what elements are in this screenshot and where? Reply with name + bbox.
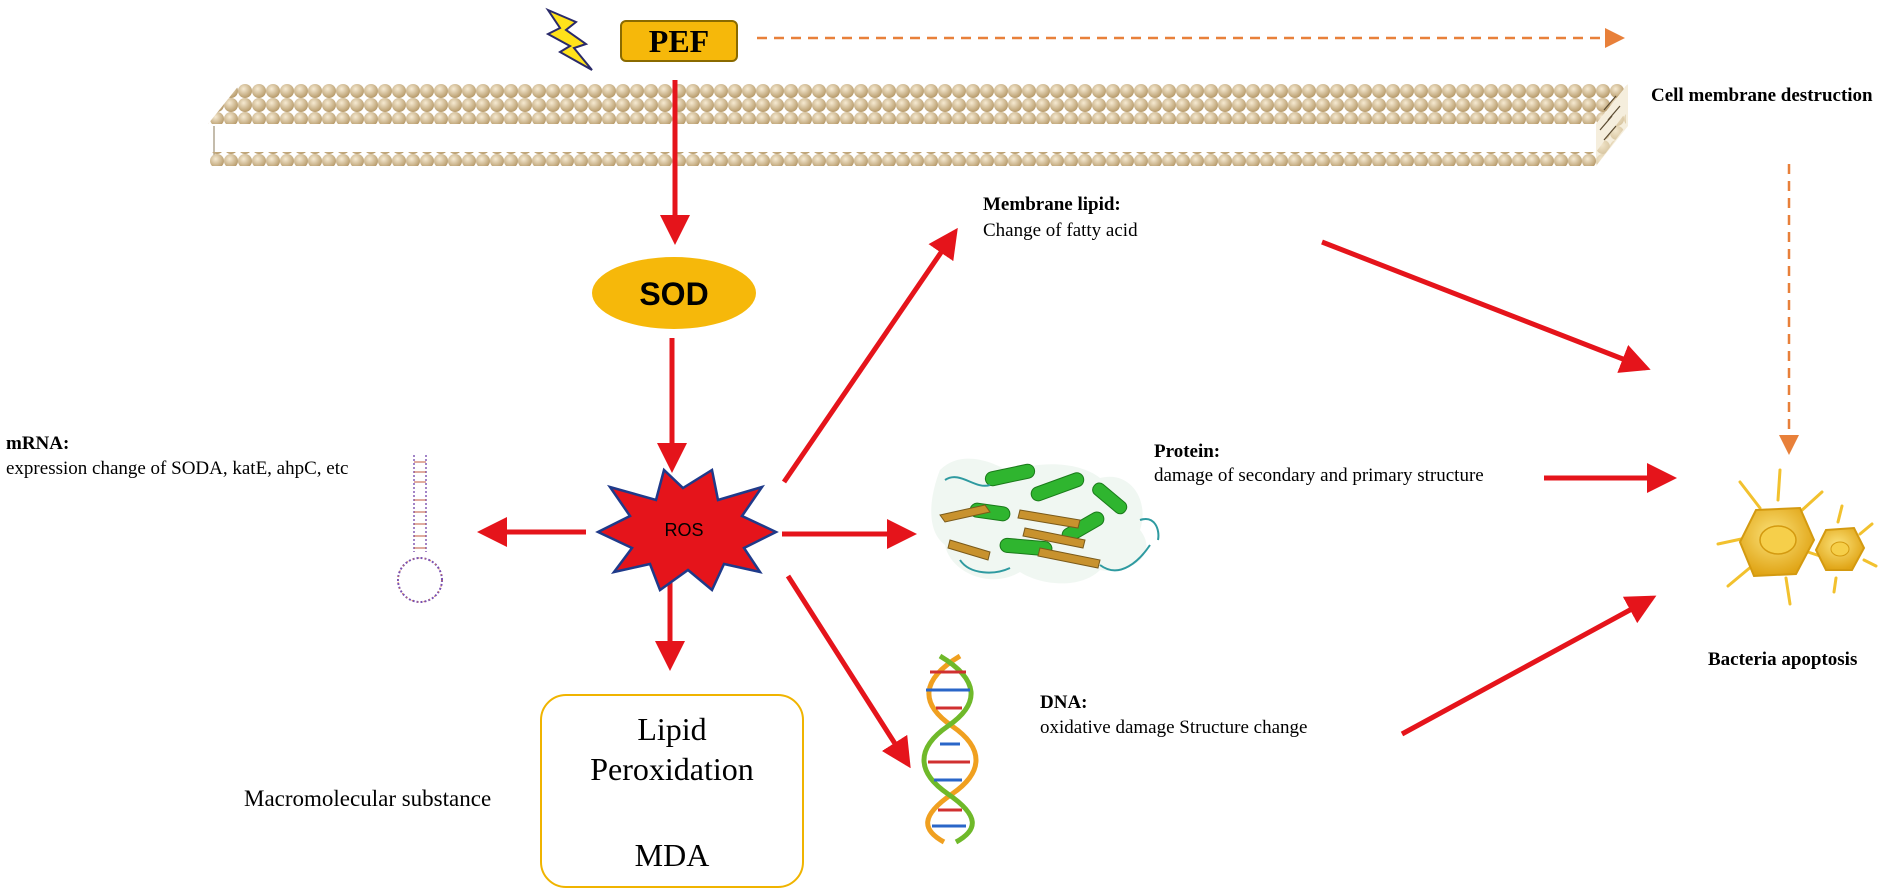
membrane-lipid-to-apoptosis-arrow <box>1321 239 1651 373</box>
ros-to-membrane-lipid-arrow <box>781 227 958 484</box>
mda-label: MDA <box>634 837 710 873</box>
pef-node: PEF <box>620 20 738 62</box>
sod-node-shape <box>592 257 756 329</box>
mrna-title: mRNA: <box>6 433 70 454</box>
lipid-title-line2: Peroxidation <box>590 751 754 787</box>
mrna-hairpin-icon <box>397 455 443 603</box>
apoptosis-label: Bacteria apoptosis <box>1708 649 1858 670</box>
protein-structure-icon <box>931 458 1160 584</box>
lipid-title-line1: Lipid <box>637 711 707 747</box>
membrane-lipid-desc: Change of fatty acid <box>983 220 1138 241</box>
membrane-bilayer <box>208 84 1628 166</box>
membrane-lipid-title: Membrane lipid: <box>983 194 1121 215</box>
dna-desc: oxidative damage Structure change <box>1040 717 1308 738</box>
lipid-peroxidation-box: Lipid Peroxidation MDA <box>540 694 804 888</box>
mrna-desc: expression change of SODA, katE, ahpC, e… <box>6 458 349 479</box>
macromolecular-label: Macromolecular substance <box>244 786 492 811</box>
ros-to-dna-arrow <box>785 574 911 769</box>
sod-node-label: SOD <box>639 276 709 312</box>
bacteria-icon <box>1716 468 1878 606</box>
cell-membrane-label: Cell membrane destruction <box>1651 85 1873 106</box>
protein-title: Protein: <box>1154 441 1221 462</box>
protein-desc: damage of secondary and primary structur… <box>1154 465 1484 486</box>
ros-node-label: ROS <box>664 520 704 540</box>
dna-title: DNA: <box>1040 692 1088 713</box>
dna-helix-icon <box>921 653 979 845</box>
lightning-icon <box>545 7 593 71</box>
dna-to-apoptosis-arrow <box>1400 595 1657 737</box>
ros-node-shape <box>595 467 779 593</box>
